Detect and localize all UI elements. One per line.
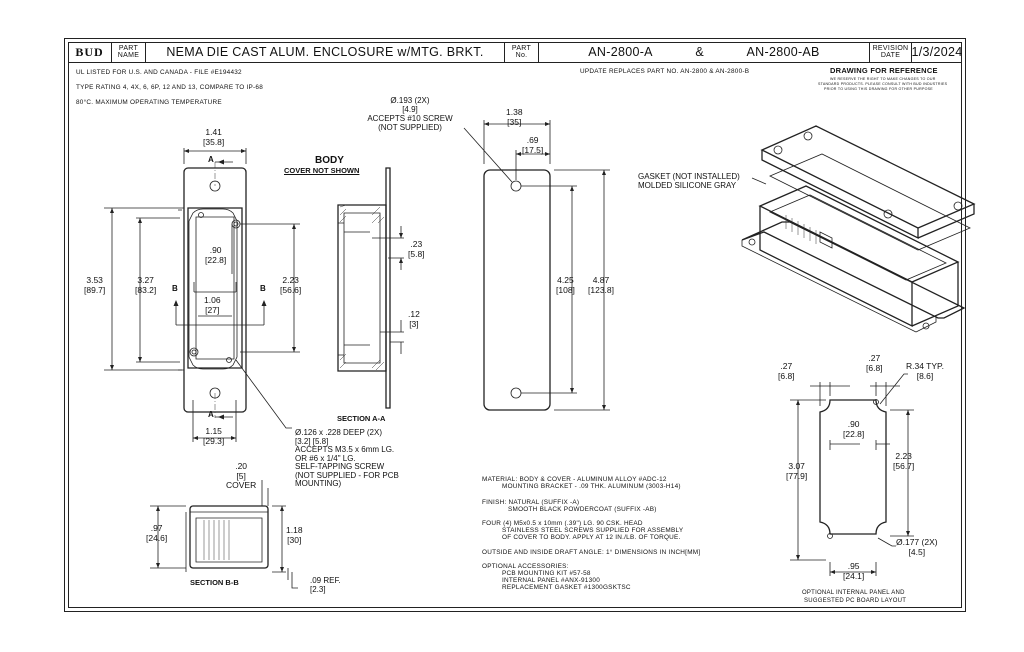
- spec-screws-2: STAINLESS STEEL SCREWS SUPPLIED FOR ASSE…: [502, 527, 684, 534]
- revision-label: REVISION DATE: [870, 42, 912, 62]
- reference-heading: DRAWING FOR REFERENCE: [830, 66, 938, 75]
- dim-panel-90: .90[22.8]: [843, 419, 865, 439]
- part-numbers: AN-2800-A & AN-2800-AB: [539, 42, 870, 62]
- spec-finish-1: FINISH: NATURAL (SUFFIX -A): [482, 499, 580, 506]
- type-rating-note: TYPE RATING 4, 4X, 6, 6P, 12 AND 13, COM…: [76, 84, 264, 91]
- spec-accessory-2: INTERNAL PANEL #ANX-91300: [502, 577, 601, 584]
- ul-note: UL LISTED FOR U.S. AND CANADA - FILE #E1…: [76, 69, 242, 76]
- spec-material-2: MOUNTING BRACKET - .09 THK. ALUMINUM (30…: [502, 483, 681, 490]
- pcb-hole-note: Ø.126 x .228 DEEP (2X) [3.2] [5.8] ACCEP…: [295, 428, 399, 488]
- dim-bracket-69: .69[17.5]: [522, 135, 544, 155]
- dim-bb-97: .97[24.6]: [146, 523, 168, 543]
- section-marker-b-right: B: [260, 284, 266, 293]
- dim-aa-12: .12[3]: [408, 309, 420, 329]
- reference-line3: PRIOR TO USING THIS DRAWING FOR OTHER PU…: [824, 87, 933, 91]
- dim-panel-95: .95[24.1]: [843, 561, 865, 581]
- dim-bb-cover: .20[5]COVER: [226, 461, 257, 490]
- dim-panel-223: 2.23[56.7]: [893, 451, 915, 471]
- bracket-view: [463, 120, 610, 411]
- section-bb-view: [150, 480, 298, 589]
- spec-screws-1: FOUR (4) M5x0.5 x 10mm (.39") LG. 90 CSK…: [482, 520, 643, 527]
- title-block: BUD PART NAME NEMA DIE CAST ALUM. ENCLOS…: [68, 42, 962, 63]
- dim-body-90: .90[22.8]: [205, 245, 227, 265]
- spec-accessory-3: REPLACEMENT GASKET #1300GSKTSC: [502, 584, 631, 591]
- dim-body-115: 1.15[29.3]: [203, 426, 225, 446]
- reference-line1: WE RESERVE THE RIGHT TO MAKE CHANGES TO …: [830, 77, 936, 81]
- drawing-sheet-border: [64, 38, 966, 612]
- dim-aa-23: .23[5.8]: [408, 239, 425, 259]
- dim-panel-27a: .27[6.8]: [778, 361, 795, 381]
- reference-line2: STANDARD PRODUCTS. PLEASE CONSULT WITH B…: [818, 82, 948, 86]
- spec-screws-3: OF COVER TO BODY. APPLY AT 12 IN./LB. OF…: [502, 534, 681, 541]
- part-no-amp: &: [695, 45, 704, 59]
- spec-accessory-1: PCB MOUNTING KIT #57-58: [502, 570, 591, 577]
- dim-body-inner: 3.27[83.2]: [135, 275, 157, 295]
- panel-caption-1: OPTIONAL INTERNAL PANEL AND: [802, 590, 905, 596]
- bracket-hole-note: Ø.193 (2X) [4.9] ACCEPTS #10 SCREW (NOT …: [367, 96, 453, 132]
- body-subtitle: COVER NOT SHOWN: [284, 166, 360, 175]
- dim-bb-118: 1.18[30]: [286, 525, 303, 545]
- dim-bracket-425: 4.25[108]: [556, 275, 575, 295]
- spec-accessories-title: OPTIONAL ACCESSORIES:: [482, 563, 569, 570]
- dim-body-106: 1.06[27]: [204, 295, 221, 315]
- temperature-note: 80°C. MAXIMUM OPERATING TEMPERATURE: [76, 99, 222, 106]
- gasket-note: GASKET (NOT INSTALLED) MOLDED SILICONE G…: [638, 172, 740, 190]
- dim-panel-177: Ø.177 (2X)[4.5]: [896, 537, 938, 557]
- part-name-label: PART NAME: [112, 42, 146, 62]
- dim-bracket-487: 4.87[123.8]: [588, 275, 614, 295]
- part-no-label: PART No.: [505, 42, 539, 62]
- spec-draft: OUTSIDE AND INSIDE DRAFT ANGLE: 1° DIMEN…: [482, 549, 701, 556]
- bud-logo: BUD: [68, 42, 112, 62]
- drawing-inner-border: [68, 42, 962, 608]
- panel-caption-2: SUGGESTED PC BOARD LAYOUT: [804, 598, 907, 604]
- section-bb-title: SECTION B-B: [190, 578, 239, 587]
- body-front-view: [104, 148, 300, 442]
- dim-body-width: 1.41[35.8]: [203, 127, 225, 147]
- section-marker-b-left: B: [172, 284, 178, 293]
- dim-panel-307: 3.07[77.9]: [786, 461, 808, 481]
- part-no-a: AN-2800-A: [588, 45, 653, 59]
- dim-panel-27b: .27[6.8]: [866, 353, 883, 373]
- dim-body-overall: 3.53[89.7]: [84, 275, 106, 295]
- section-marker-a-top: A: [208, 155, 214, 164]
- dim-bb-09: .09 REF.[2.3]: [310, 576, 341, 594]
- update-note: UPDATE REPLACES PART NO. AN-2800 & AN-28…: [580, 68, 750, 75]
- internal-panel-view: [790, 373, 914, 576]
- dim-panel-radius: R.34 TYP.[8.6]: [906, 361, 944, 381]
- isometric-view: [741, 125, 976, 333]
- dim-bracket-138: 1.38[35]: [506, 107, 523, 127]
- body-title: BODY: [315, 155, 344, 166]
- section-aa-title: SECTION A-A: [337, 414, 386, 423]
- dim-body-223: 2.23[56.6]: [280, 275, 302, 295]
- revision-date: 1/3/2024: [911, 45, 963, 59]
- spec-material-1: MATERIAL: BODY & COVER - ALUMINUM ALLOY …: [482, 476, 667, 483]
- section-aa-view: [337, 167, 404, 409]
- section-marker-a-bottom: A: [208, 410, 214, 419]
- spec-finish-2: SMOOTH BLACK POWDERCOAT (SUFFIX -AB): [508, 506, 657, 513]
- part-name: NEMA DIE CAST ALUM. ENCLOSURE w/MTG. BRK…: [146, 42, 505, 62]
- part-no-b: AN-2800-AB: [746, 45, 820, 59]
